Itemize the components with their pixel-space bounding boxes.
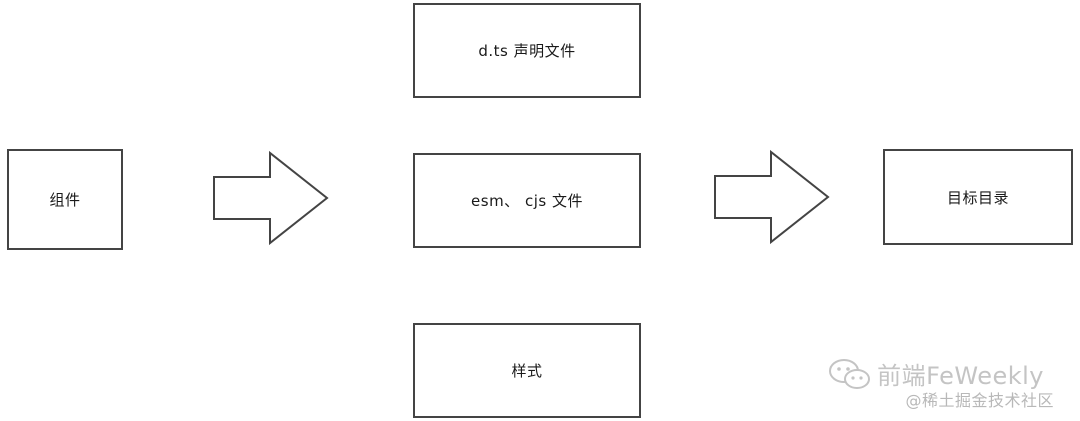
esm-box: esm、 cjs 文件 bbox=[413, 153, 641, 248]
esm-label: esm、 cjs 文件 bbox=[471, 192, 583, 210]
dts-box: d.ts 声明文件 bbox=[413, 3, 641, 98]
watermark-title: 前端FeWeekly bbox=[877, 362, 1044, 390]
watermark-subtitle: @稀土掘金技术社区 bbox=[905, 391, 1054, 410]
watermark: 前端FeWeekly bbox=[827, 356, 1044, 391]
arrow-component-to-outputs bbox=[213, 150, 329, 246]
target-label: 目标目录 bbox=[946, 188, 1009, 207]
target-box: 目标目录 bbox=[883, 149, 1073, 245]
arrow-outputs-to-target bbox=[714, 149, 830, 245]
style-box: 样式 bbox=[413, 323, 641, 418]
component-box: 组件 bbox=[7, 149, 123, 250]
dts-label: d.ts 声明文件 bbox=[478, 42, 576, 60]
component-label: 组件 bbox=[49, 191, 81, 209]
wechat-icon bbox=[829, 358, 871, 389]
style-label: 样式 bbox=[511, 362, 543, 380]
